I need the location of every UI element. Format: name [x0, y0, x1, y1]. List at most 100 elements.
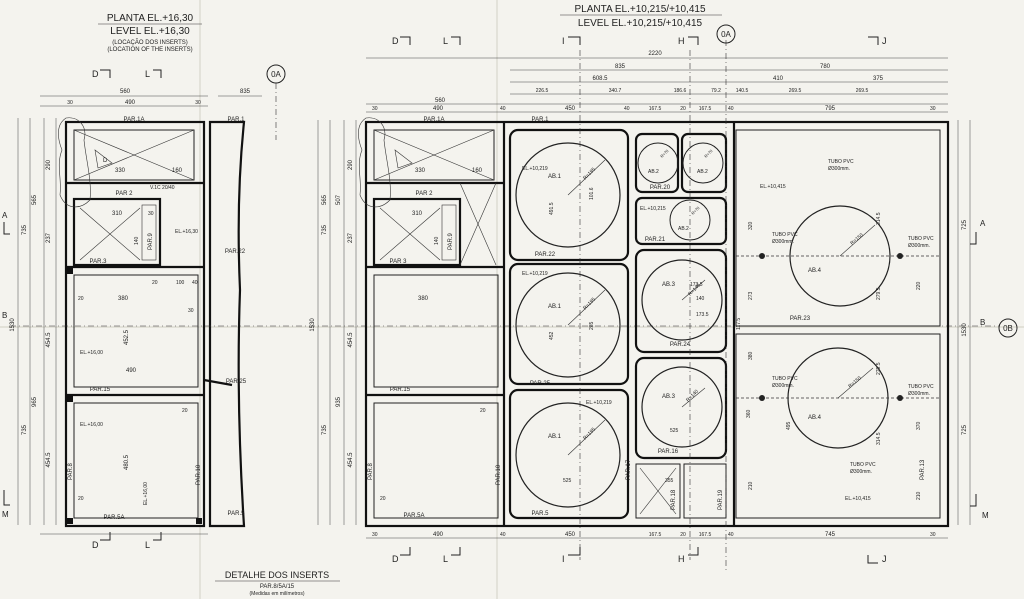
section-mark-j: J: [882, 36, 887, 46]
dim-label: 495: [786, 421, 792, 430]
section-mark-b: B: [2, 311, 7, 320]
room-label: PAR.22: [225, 249, 246, 255]
pipe-size-label: Ø300mm.: [908, 243, 930, 249]
dim-label: 795: [825, 106, 836, 112]
left-plan-subtitle-en: (LOCATION OF THE INSERTS): [107, 47, 192, 53]
dim-label: 835: [615, 64, 626, 70]
dim-label: 454.5: [46, 452, 52, 468]
section-mark-d: D: [392, 554, 399, 564]
room-label: PAR.15: [90, 387, 111, 393]
dim-label: 20: [680, 532, 686, 538]
tank-label: AB.3: [662, 282, 676, 288]
room-label: PAR.15: [390, 387, 411, 393]
left-plan-title-pt: PLANTA EL.+16,30: [107, 13, 194, 24]
dim-label: 167.5: [649, 532, 662, 538]
dim-label: 220: [916, 281, 922, 290]
left-plan: PLANTA EL.+16,30 LEVEL EL.+16,30 (LOCAÇÃ…: [10, 13, 262, 535]
detail-note: (Medidas em milímetros): [249, 591, 304, 597]
dim-label: 410: [773, 76, 784, 82]
beam-label: V.1C 20/40: [150, 185, 175, 191]
dim-label: 40: [728, 532, 734, 538]
dim-label: 314.5: [876, 212, 882, 225]
room-label: PAR 2: [116, 191, 134, 197]
room-label: PAR.1A: [424, 117, 445, 123]
section-mark-i: I: [562, 36, 565, 46]
dim-label: 290: [348, 159, 354, 170]
dim-label: 40: [500, 106, 506, 112]
level-label: EL.+10,415: [845, 496, 871, 502]
dim-label: 20: [480, 408, 486, 414]
dim-label: 735: [22, 424, 28, 435]
pipe-label: TUBO PVC: [850, 462, 876, 468]
tank-label: AB.3: [662, 394, 676, 400]
section-mark-j: J: [882, 554, 887, 564]
room-label: PAR.21: [645, 237, 666, 243]
dim-label: 935: [336, 396, 342, 407]
reference-label: 0B: [1003, 324, 1013, 333]
dim-label: 40: [624, 106, 630, 112]
dim-label: 237: [46, 232, 52, 243]
dim-label: 269.5: [789, 88, 802, 94]
radius-label: R=150: [847, 375, 862, 389]
dim-label: 30: [930, 106, 936, 112]
dim-label: 20: [680, 106, 686, 112]
section-mark-h: H: [678, 36, 685, 46]
room-label: PAR.25: [226, 379, 247, 385]
dim-label: 79.2: [711, 88, 721, 94]
dim-label: 20: [152, 280, 158, 286]
right-section-marks: D L I H J 0A D L I H J A B 0B M: [392, 24, 1018, 564]
dim-label: 565: [322, 194, 328, 205]
dim-label: 30: [372, 106, 378, 112]
dim-label: 490: [126, 368, 137, 374]
dim-label: 735: [322, 224, 328, 235]
detail-subtitle: PAR.8/5A/15: [260, 584, 295, 590]
dim-label: 30: [195, 100, 201, 106]
dim-label: 454.5: [348, 452, 354, 468]
reference-label: 0A: [721, 30, 731, 39]
dim-label: 735: [22, 224, 28, 235]
dim-label: 30: [67, 100, 73, 106]
right-plan-title-pt: PLANTA EL.+10,215/+10,415: [574, 4, 705, 15]
dim-label: 173.5: [690, 282, 703, 288]
radius-label: R=70: [690, 205, 701, 216]
room-label: PAR.3: [90, 259, 108, 265]
room-label: PAR 3: [390, 259, 408, 265]
section-mark-h: H: [678, 554, 685, 564]
dim-label: 835: [240, 89, 251, 95]
section-mark-l: L: [145, 69, 150, 79]
dim-label: 30: [148, 211, 154, 217]
dim-label: 160: [172, 168, 183, 174]
dim-label: 279.5: [876, 287, 882, 300]
room-label: PAR.10: [196, 464, 202, 485]
dim-label: 226.5: [536, 88, 549, 94]
dim-label: 380: [748, 351, 754, 360]
left-plan-subtitle-pt: (LOCAÇÃO DOS INSERTS): [112, 39, 188, 46]
dim-label: 490: [433, 532, 444, 538]
radius-label: R=150: [849, 232, 864, 246]
level-label: EL.+10,215: [640, 206, 666, 212]
pipe-label: TUBO PVC: [908, 236, 934, 242]
dim-label: 273: [748, 291, 754, 300]
dim-label: 173.5: [696, 312, 709, 318]
section-mark-m: M: [982, 511, 989, 520]
section-mark-m: M: [2, 510, 9, 519]
section-arrow-label: D: [103, 158, 108, 164]
room-label: PAR.24: [670, 342, 691, 348]
radius-label: R=195: [582, 426, 597, 441]
dim-label: 310: [112, 211, 123, 217]
room-label: PAR.9: [148, 232, 154, 250]
level-label: EL.+16,00: [80, 422, 103, 428]
dim-label: 340.7: [609, 88, 622, 94]
room-label: PAR.23: [790, 316, 811, 322]
room-label: PAR 2: [416, 191, 434, 197]
pipe-label: TUBO PVC: [908, 384, 934, 390]
dim-label: 608.5: [592, 76, 608, 82]
pipe-label: TUBO PVC: [772, 232, 798, 238]
dim-label: 2220: [648, 51, 662, 57]
dim-label: 450: [565, 106, 576, 112]
dim-label: 452: [549, 331, 555, 340]
room-label: PAR.5: [228, 511, 246, 517]
dim-label: 314.5: [876, 432, 882, 445]
room-label: PAR.16: [658, 449, 679, 455]
pipe-label: TUBO PVC: [772, 376, 798, 382]
